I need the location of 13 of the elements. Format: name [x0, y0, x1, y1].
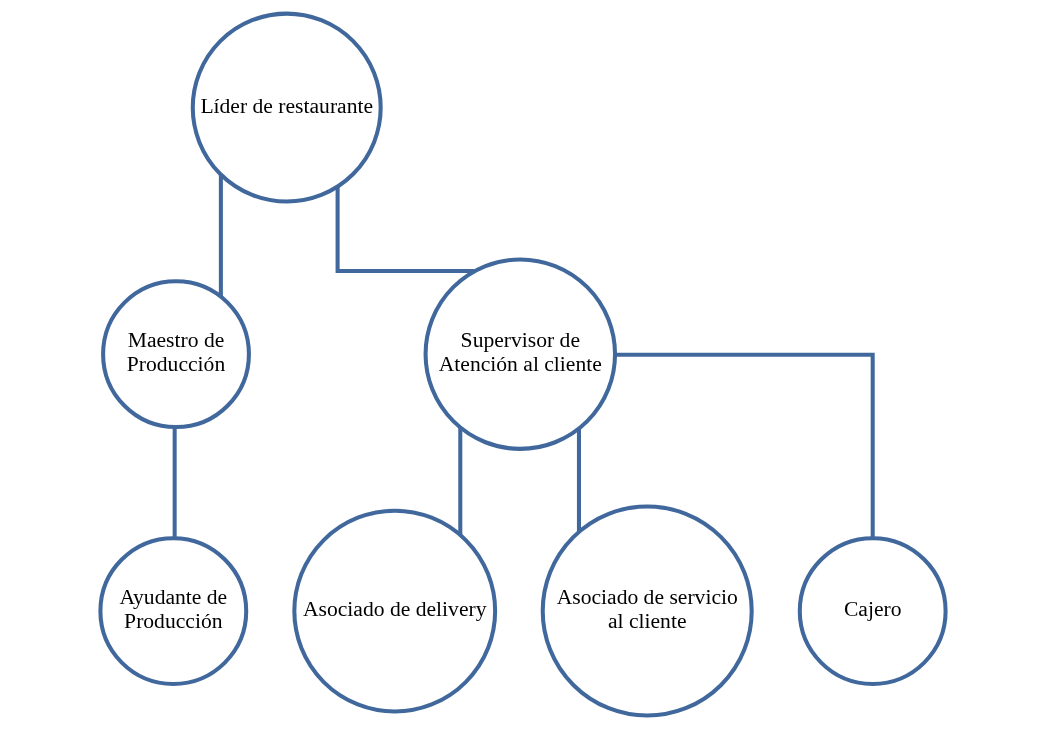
connector — [218, 174, 223, 297]
node-circle: Cajero — [797, 536, 948, 686]
node-circle: Asociado de servicio al cliente — [540, 504, 754, 718]
connector — [457, 427, 462, 535]
node-circle: Supervisor de Atención al cliente — [423, 257, 617, 451]
connector — [172, 427, 177, 538]
connector — [576, 428, 581, 532]
connector — [614, 352, 875, 538]
connector — [335, 186, 475, 274]
node-circle: Líder de restaurante — [190, 11, 383, 204]
node-circle: Maestro de Producción — [100, 279, 251, 430]
node-circle: Asociado de delivery — [291, 508, 497, 714]
node-circle: Ayudante de Producción — [97, 536, 248, 686]
